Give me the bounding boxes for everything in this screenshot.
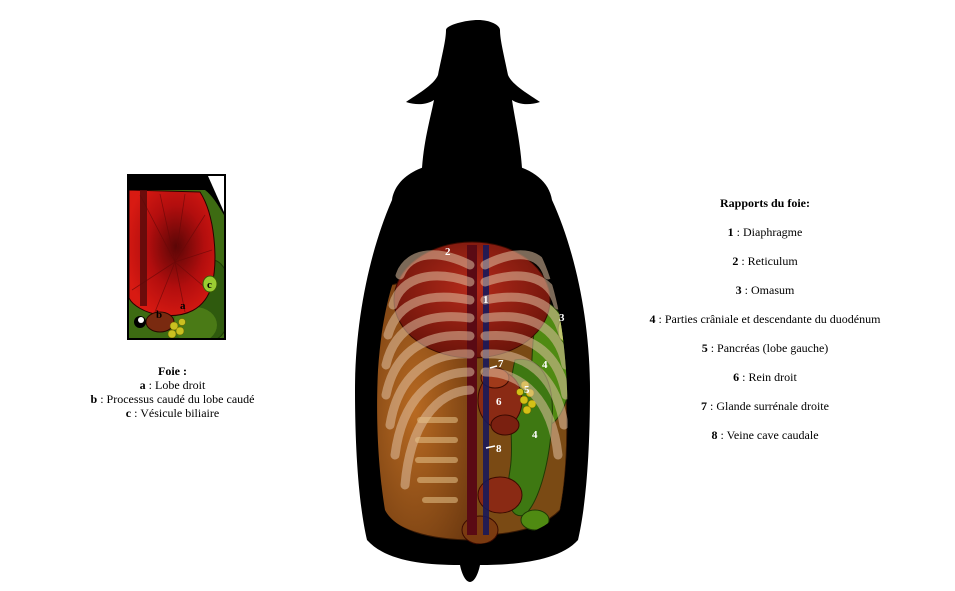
liver-legend: Foie : a : Lobe droit b : Processus caud… <box>60 364 285 420</box>
relations-legend-item: 5 : Pancréas (lobe gauche) <box>701 341 829 355</box>
label-6: 6 <box>496 396 502 408</box>
inset-label-a: a <box>180 300 186 312</box>
liver-legend-item: b : Processus caudé du lobe caudé <box>90 392 255 406</box>
label-5: 5 <box>524 384 530 396</box>
label-7: 7 <box>498 358 504 370</box>
relations-legend-item: 4 : Parties crâniale et descendante du d… <box>649 312 881 326</box>
label-3: 3 <box>559 312 565 324</box>
relations-legend-item: 2 : Reticulum <box>732 254 798 268</box>
liver-inset: a b c <box>127 174 226 340</box>
relations-legend-title: Rapports du foie: <box>719 196 810 210</box>
gallbladder <box>202 275 218 293</box>
label-8: 8 <box>496 443 502 455</box>
relations-legend-item: 3 : Omasum <box>735 283 795 297</box>
liver-legend-item: c : Vésicule biliaire <box>125 406 220 420</box>
inset-label-b: b <box>156 309 162 321</box>
liver-legend-title: Foie : <box>158 364 187 378</box>
label-1: 1 <box>483 294 489 306</box>
organs-group <box>377 241 568 545</box>
relations-legend-item: 6 : Rein droit <box>733 370 797 384</box>
relations-legend-item: 7 : Glande surrénale droite <box>701 399 829 413</box>
relations-legend-item: 1 : Diaphragme <box>727 225 803 239</box>
liver-legend-item: a : Lobe droit <box>139 378 206 392</box>
inset-label-c: c <box>207 279 212 291</box>
label-4b: 4 <box>532 429 538 441</box>
rib-cage <box>381 250 568 490</box>
relations-legend: Rapports du foie: 1 : Diaphragme 2 : Ret… <box>625 196 905 457</box>
label-4a: 4 <box>542 359 548 371</box>
relations-legend-item: 8 : Veine cave caudale <box>711 428 819 442</box>
label-2: 2 <box>445 246 451 258</box>
right-liver-lobe <box>129 189 216 317</box>
